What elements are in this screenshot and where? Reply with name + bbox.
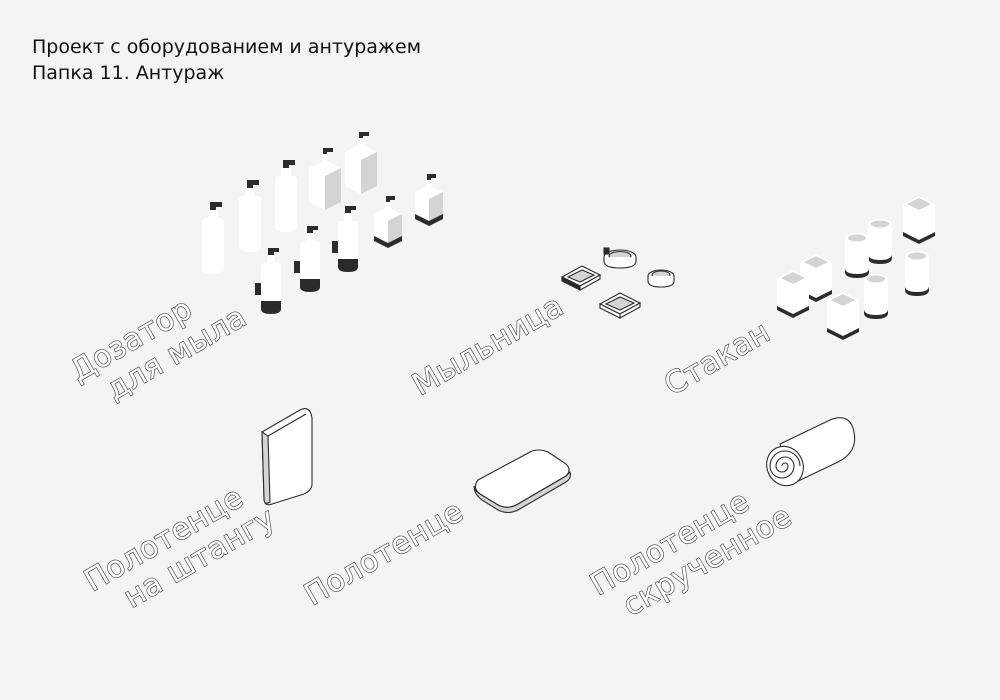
dispenser-item	[374, 196, 402, 248]
soap-dispenser-group	[202, 132, 443, 314]
dispenser-item	[294, 226, 320, 292]
label-glass-text: Стакан	[659, 315, 777, 403]
dispenser-item	[332, 206, 358, 272]
dispenser-item	[309, 148, 341, 210]
soap-dish-item	[560, 265, 602, 291]
label-towel-text: Полотенце	[299, 494, 470, 613]
folded-towel	[473, 449, 572, 514]
dispenser-item	[255, 248, 281, 314]
dispenser-item	[415, 174, 443, 226]
label-towel: Полотенце	[298, 493, 470, 613]
rolled-towel	[766, 417, 856, 487]
glass-item	[864, 274, 888, 319]
glass-item	[868, 219, 892, 264]
label-soap-dish-text: Мыльница	[407, 288, 570, 402]
page-title: Проект с оборудованием и антуражем Папка…	[32, 34, 421, 86]
label-soap-dish: Мыльница	[406, 288, 571, 404]
title-line-2: Папка 11. Антураж	[32, 62, 225, 84]
title-line-1: Проект с оборудованием и антуражем	[32, 36, 422, 58]
dispenser-item	[345, 132, 377, 194]
soap-dish-item	[598, 292, 642, 319]
glass-item	[905, 251, 929, 296]
dispenser-item	[202, 202, 224, 274]
dispenser-item	[239, 180, 261, 252]
label-glass: Стакан	[658, 314, 777, 404]
glass-item	[777, 270, 809, 318]
glass-item	[827, 292, 859, 340]
towel-on-bar	[261, 408, 313, 506]
dispenser-item	[275, 160, 297, 232]
soap-dish-item	[647, 269, 675, 288]
glass-item	[903, 196, 935, 244]
soap-dish-group	[560, 247, 675, 319]
glass-group	[777, 196, 935, 340]
soap-dish-item	[603, 247, 637, 269]
glass-item	[845, 233, 869, 278]
label-soap-dispenser: Дозатор для мыла	[64, 291, 253, 408]
label-rolled-towel: Полотенце скрученное	[584, 483, 799, 624]
label-towel-on-bar: Полотенце на штангу	[78, 479, 282, 616]
